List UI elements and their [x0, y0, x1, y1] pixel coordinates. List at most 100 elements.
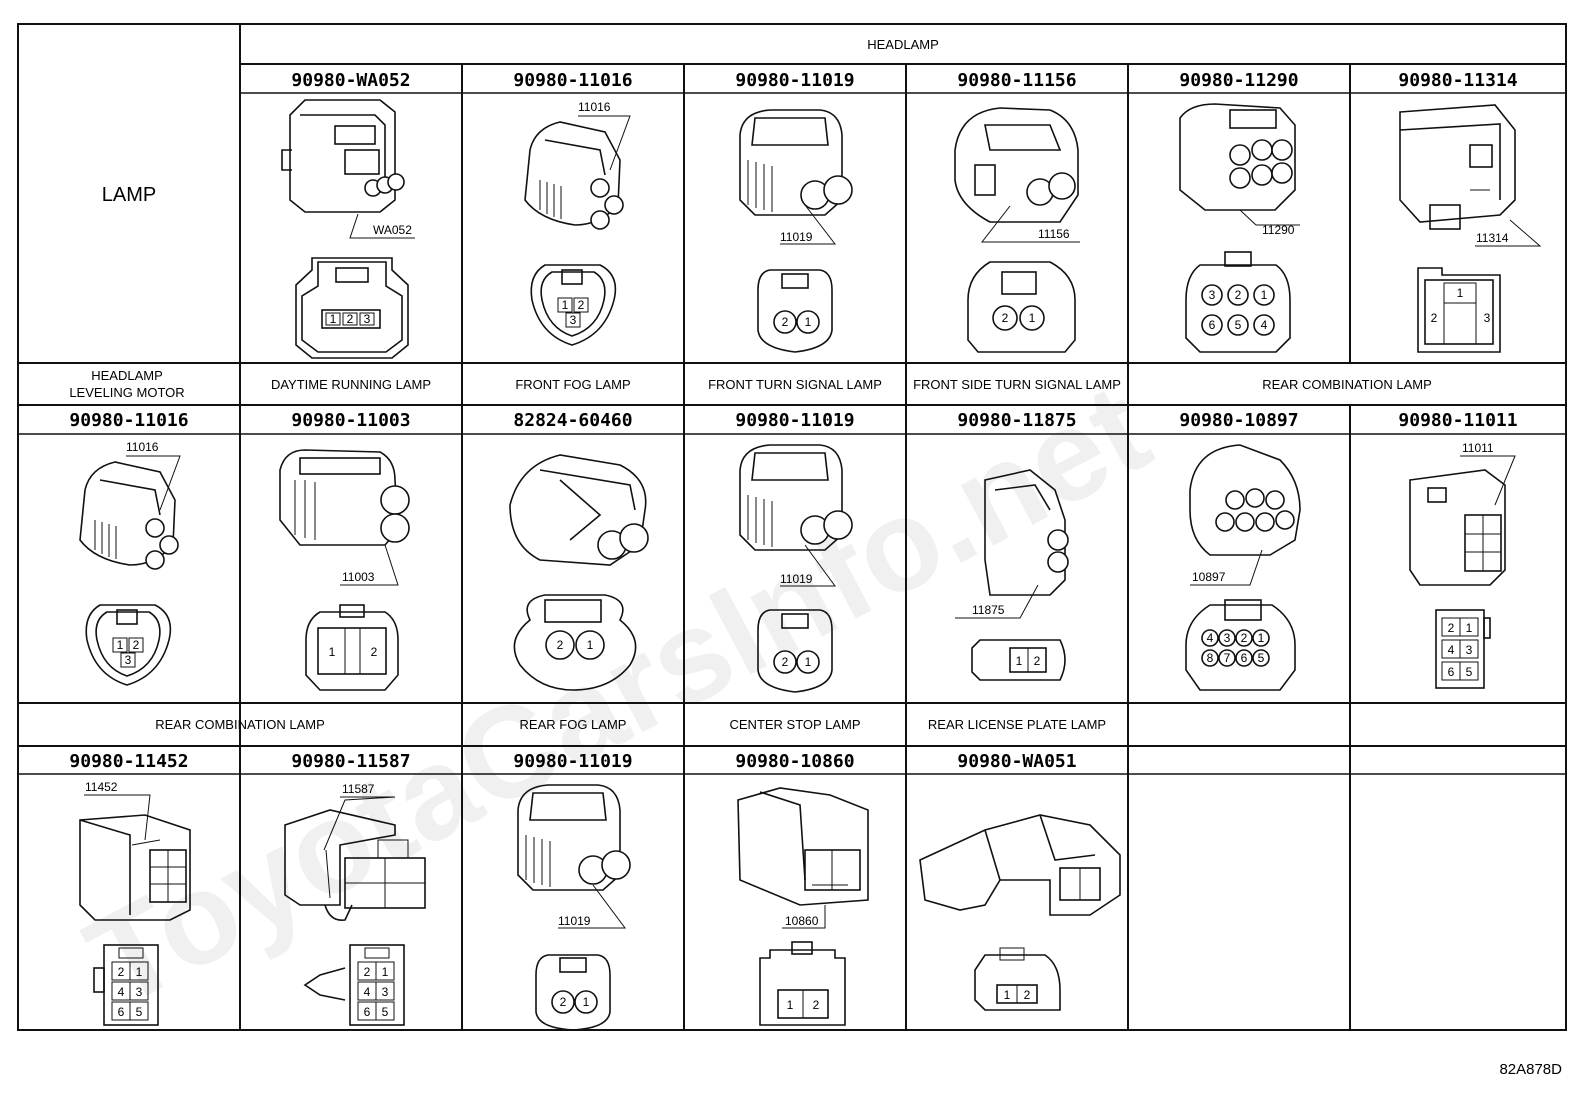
pin-label: 2 [133, 638, 140, 652]
part-number: 90980-11452 [69, 751, 188, 772]
row2-header-2: DAYTIME RUNNING LAMP [271, 377, 431, 392]
pin-label: 1 [117, 638, 124, 652]
connector-11019: 11019 2 1 [739, 109, 853, 353]
connector-11156: 11156 2 1 [954, 107, 1080, 353]
connector-callout: 11587 [342, 782, 375, 796]
part-number: 90980-11016 [69, 410, 188, 431]
connector-face: 1 2 3 [295, 257, 409, 359]
connector-callout: 11156 [1038, 227, 1070, 241]
connector-wa052: WA052 1 2 3 [281, 99, 415, 359]
connector-11875: 11875 1 2 [955, 469, 1069, 681]
pin-label: 2 [813, 998, 820, 1012]
pin-label: 3 [1209, 288, 1216, 302]
pin-label: 6 [1241, 651, 1248, 665]
pin-label: 3 [570, 313, 577, 327]
pin-label: 6 [364, 1005, 371, 1019]
pin-label: 2 [364, 965, 371, 979]
pin-label: 3 [382, 985, 389, 999]
pin-label: 4 [118, 985, 125, 999]
part-number: 90980-11011 [1398, 410, 1517, 431]
pin-label: 1 [587, 638, 594, 652]
part-number: 90980-11875 [957, 410, 1076, 431]
part-number: 90980-10860 [735, 751, 854, 772]
pin-label: 1 [1004, 988, 1011, 1002]
row3-header-2: REAR FOG LAMP [520, 717, 627, 732]
pin-label: 2 [557, 638, 564, 652]
pin-label: 5 [1466, 665, 1473, 679]
pin-label: 1 [787, 998, 794, 1012]
pin-label: 1 [1261, 288, 1268, 302]
connector-callout: 11011 [1462, 441, 1494, 455]
part-number: 90980-11314 [1398, 70, 1517, 91]
connector-11452: 11452 2 1 4 3 6 5 [79, 780, 191, 1026]
connector-callout: 11452 [85, 780, 118, 794]
connector-callout: 11016 [578, 100, 611, 114]
row3-header-1: REAR COMBINATION LAMP [155, 717, 325, 732]
row2-header-6: REAR COMBINATION LAMP [1262, 377, 1432, 392]
part-number: 90980-WA051 [957, 751, 1076, 772]
connector-wa051: 1 2 [919, 814, 1121, 1011]
connector-10860: 10860 1 2 [737, 787, 869, 1026]
connector-11019-turn: 11019 2 1 [739, 444, 853, 693]
pin-label: 6 [1209, 318, 1216, 332]
connector-10897: 10897 4 3 2 1 8 7 6 5 [1185, 444, 1301, 691]
pin-label: 1 [1258, 631, 1265, 645]
pin-label: 1 [136, 965, 143, 979]
pin-label: 4 [1207, 631, 1214, 645]
pin-label: 5 [1258, 651, 1265, 665]
pin-label: 4 [1448, 643, 1455, 657]
row3-header-3: CENTER STOP LAMP [730, 717, 861, 732]
connector-11314: 11314 1 2 3 [1399, 104, 1542, 353]
watermark: ToyotaCarsInfo.net [65, 354, 1171, 1034]
pin-label: 2 [782, 655, 789, 669]
pin-label: 2 [347, 312, 354, 326]
pin-label: 2 [118, 965, 125, 979]
pin-label: 2 [1024, 988, 1031, 1002]
pin-label: 2 [1235, 288, 1242, 302]
pin-label: 2 [1034, 654, 1041, 668]
connector-callout: 11290 [1262, 223, 1295, 237]
pin-label: 1 [382, 965, 389, 979]
connector-11019-fog: 11019 2 1 [517, 784, 631, 1031]
grid [17, 23, 1567, 1031]
pin-label: 6 [118, 1005, 125, 1019]
figure-code: 82A878D [1499, 1061, 1562, 1078]
pin-label: 1 [1457, 286, 1464, 300]
pin-label: 1 [562, 298, 569, 312]
pin-label: 2 [560, 995, 567, 1009]
pin-label: 1 [805, 315, 812, 329]
pin-label: 1 [1466, 621, 1473, 635]
pin-label: 2 [578, 298, 585, 312]
pin-label: 4 [364, 985, 371, 999]
connector-11016: 11016 1 2 3 [524, 100, 631, 346]
pin-label: 1 [1016, 654, 1023, 668]
pin-label: 3 [1466, 643, 1473, 657]
part-number: 90980-WA052 [291, 70, 410, 91]
pin-label: 1 [805, 655, 812, 669]
pin-label: 3 [1224, 631, 1231, 645]
pin-label: 5 [382, 1005, 389, 1019]
connector-callout: 11003 [342, 570, 375, 584]
connector-callout: WA052 [373, 223, 412, 237]
pin-label: 2 [782, 315, 789, 329]
part-number: 90980-10897 [1179, 410, 1298, 431]
pin-label: 3 [1484, 311, 1491, 325]
pin-label: 4 [1261, 318, 1268, 332]
connector-callout: 11019 [558, 914, 591, 928]
pin-label: 2 [1241, 631, 1248, 645]
connector-callout: 11314 [1476, 231, 1509, 245]
connector-11003: 11003 1 2 [279, 449, 410, 691]
pin-label: 3 [136, 985, 143, 999]
connector-11016-leveling: 11016 1 2 3 [79, 440, 181, 686]
connector-callout: 11019 [780, 230, 813, 244]
part-number: 90980-11019 [735, 70, 854, 91]
pin-label: 1 [1029, 311, 1036, 325]
pin-label: 6 [1448, 665, 1455, 679]
connector-callout: 11875 [972, 603, 1005, 617]
pin-label: 3 [125, 653, 132, 667]
row1-header: HEADLAMP [867, 37, 939, 52]
row2-header-3: FRONT FOG LAMP [515, 377, 630, 392]
pin-label: 7 [1224, 651, 1231, 665]
part-number: 90980-11003 [291, 410, 410, 431]
